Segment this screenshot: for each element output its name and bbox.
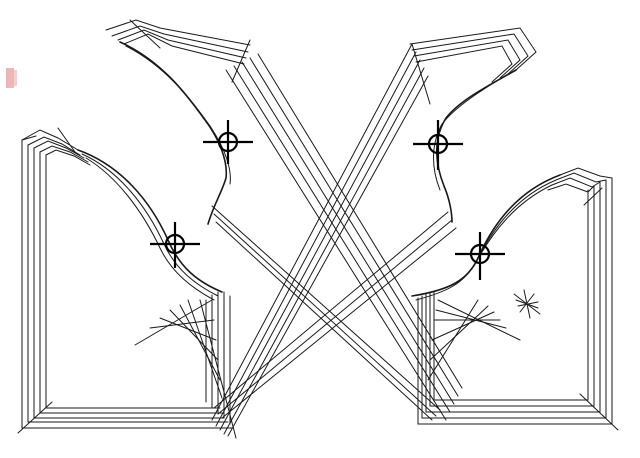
diagonal-bundle-b [211,43,457,437]
right-neck-curve [411,174,561,301]
left-neck-curve [77,149,223,301]
right-upper-flap [409,27,537,223]
crosshair-icon [455,232,505,280]
right-bottom-rails [417,399,613,425]
crosshair-icon [150,222,200,268]
right-outer-rails [587,177,613,425]
left-outer-rails [21,139,47,429]
crosshair-icon [413,120,463,170]
left-upper-flap [105,19,251,225]
crosshair-icon [203,120,253,164]
corner-notch [17,401,53,434]
left-pattern-piece [17,19,251,439]
corner-notch [579,393,619,431]
right-top-edge [547,167,613,206]
right-fan-lines [427,299,521,381]
left-fan-lines [134,299,237,439]
small-cross-icon [513,289,541,319]
diagonal-bundle-a [211,53,463,421]
left-top-edge [21,127,91,166]
accent-tab-shadow [14,70,17,86]
accent-tab [6,68,14,88]
left-bottom-rails [21,407,233,429]
